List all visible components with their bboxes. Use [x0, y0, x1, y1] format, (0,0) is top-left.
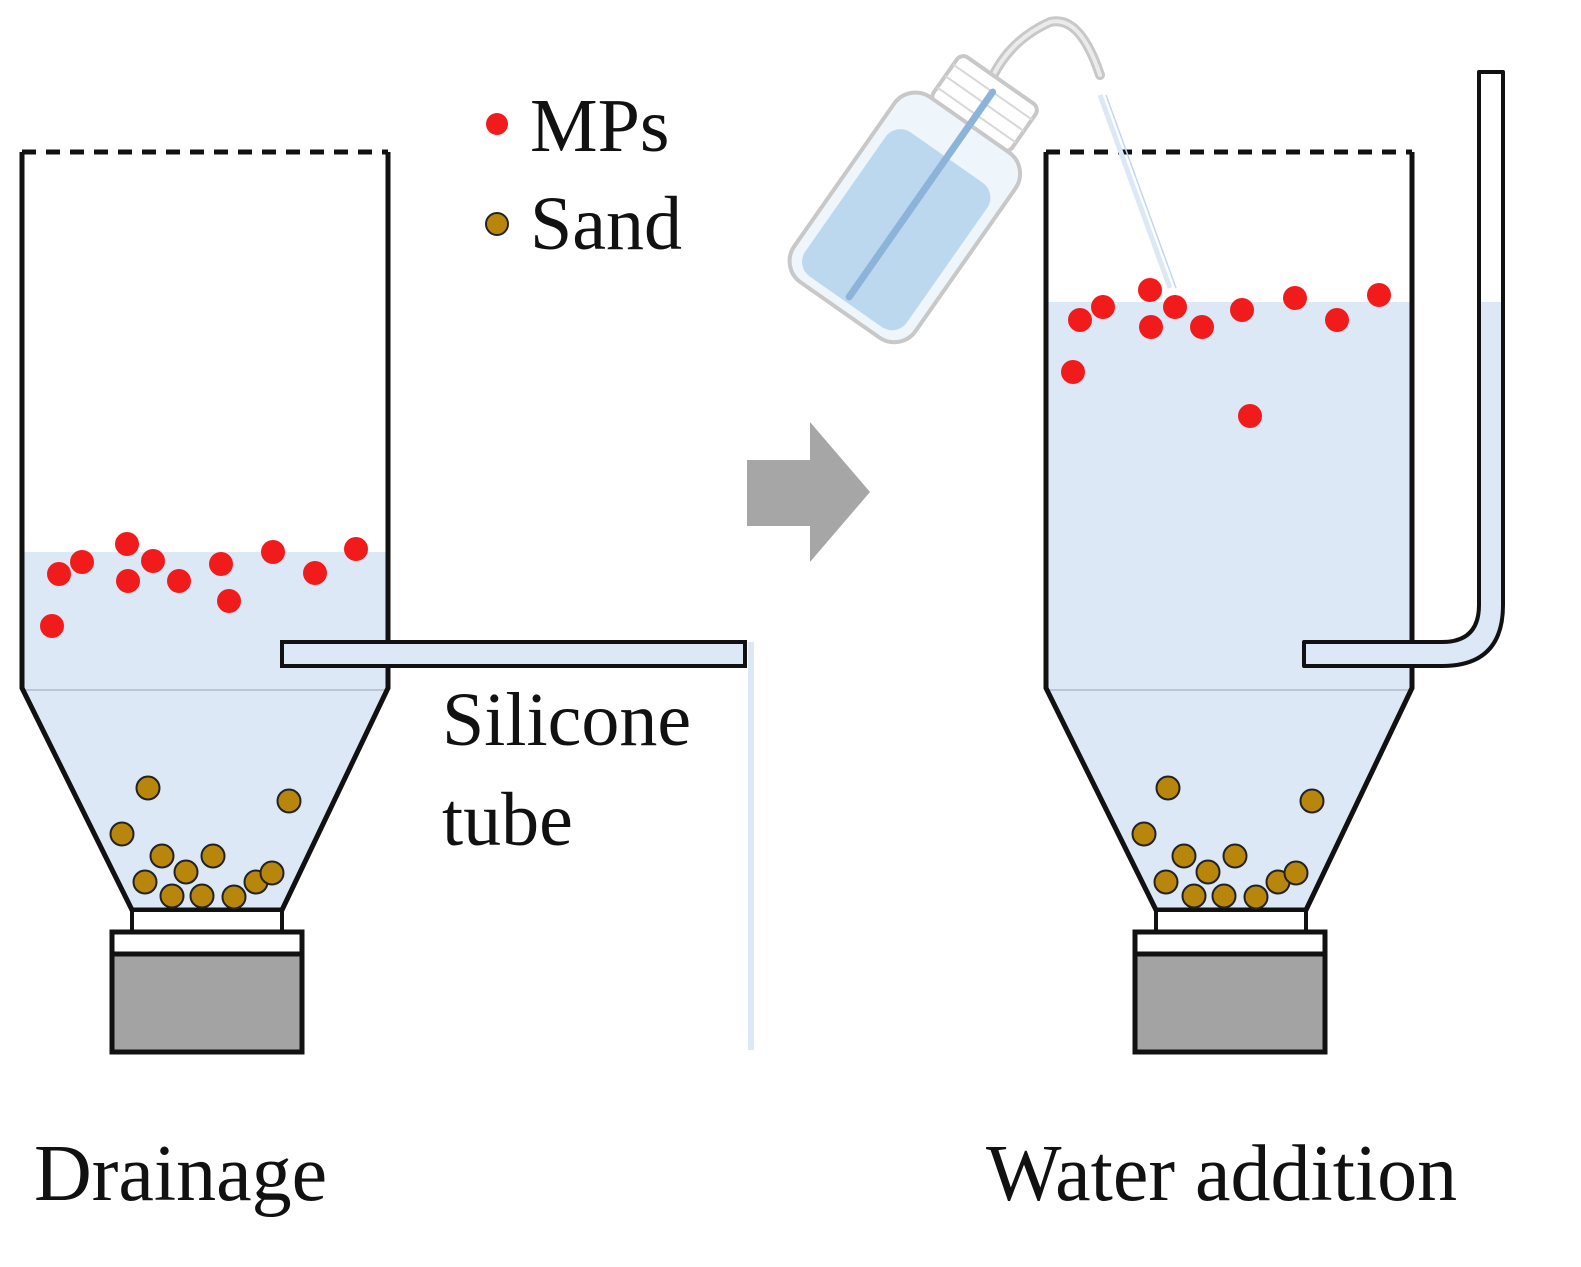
right-mp-particles [1061, 278, 1391, 428]
mp-particle [217, 589, 241, 613]
sand-particle [1195, 859, 1221, 885]
sand-particle [1222, 843, 1248, 869]
sand-particle [276, 788, 302, 814]
sand-particle [135, 775, 161, 801]
mp-particle [209, 552, 233, 576]
sand-particle [221, 884, 247, 910]
sand-particle [1181, 883, 1207, 909]
water-addition-apparatus [1043, 70, 1505, 1055]
right-sand-particles [1131, 775, 1325, 910]
sand-particle [1155, 775, 1181, 801]
mp-particle [1139, 315, 1163, 339]
mp-particle [70, 550, 94, 574]
mp-particle [1283, 286, 1307, 310]
sand-particle [132, 869, 158, 895]
left-mp-particles [40, 532, 368, 638]
wash-bottle-icon [787, 16, 1177, 345]
mp-particle [1230, 298, 1254, 322]
mp-particle [1190, 315, 1214, 339]
mp-particle [40, 614, 64, 638]
sand-particle [159, 883, 185, 909]
sand-particle [1299, 788, 1325, 814]
mp-particle [47, 562, 71, 586]
sand-particle [1131, 821, 1157, 847]
sand-particle [1283, 860, 1309, 886]
water-addition-caption: Water addition [986, 1130, 1457, 1218]
sand-particle [1211, 883, 1237, 909]
sand-particle [259, 860, 285, 886]
sand-particle [200, 843, 226, 869]
tube-label-line2: tube [442, 778, 573, 862]
drainage-apparatus [19, 149, 754, 1055]
sand-particle [1153, 869, 1179, 895]
drainage-caption: Drainage [34, 1130, 327, 1218]
bent-silicone-tube [1302, 70, 1505, 668]
mp-particle [1238, 404, 1262, 428]
sand-particle [1243, 884, 1269, 910]
left-sand-particles [109, 775, 302, 910]
mp-particle [1061, 360, 1085, 384]
legend-mps-label: MPs [530, 84, 669, 168]
mp-particle [115, 532, 139, 556]
sand-particle [149, 843, 175, 869]
mp-particle [303, 561, 327, 585]
sand-particle [109, 821, 135, 847]
mp-particle [167, 569, 191, 593]
legend: MPs Sand [485, 84, 682, 266]
right-arrow-icon [747, 422, 870, 562]
sand-particle [189, 883, 215, 909]
silicone-tube [280, 640, 747, 668]
mp-particle [141, 549, 165, 573]
sand-particle [173, 859, 199, 885]
mp-particle [1367, 283, 1391, 307]
mp-particle [1163, 295, 1187, 319]
mp-particle [261, 540, 285, 564]
mp-particle [1325, 308, 1349, 332]
mp-particle [344, 537, 368, 561]
legend-mp-swatch [486, 113, 508, 135]
mp-particle [1068, 308, 1092, 332]
mp-particle [1091, 295, 1115, 319]
legend-sand-swatch [485, 212, 509, 236]
mp-particle [116, 569, 140, 593]
sand-particle [1171, 843, 1197, 869]
tube-label-line1: Silicone [442, 678, 691, 762]
mp-particle [1138, 278, 1162, 302]
legend-sand-label: Sand [530, 182, 682, 266]
